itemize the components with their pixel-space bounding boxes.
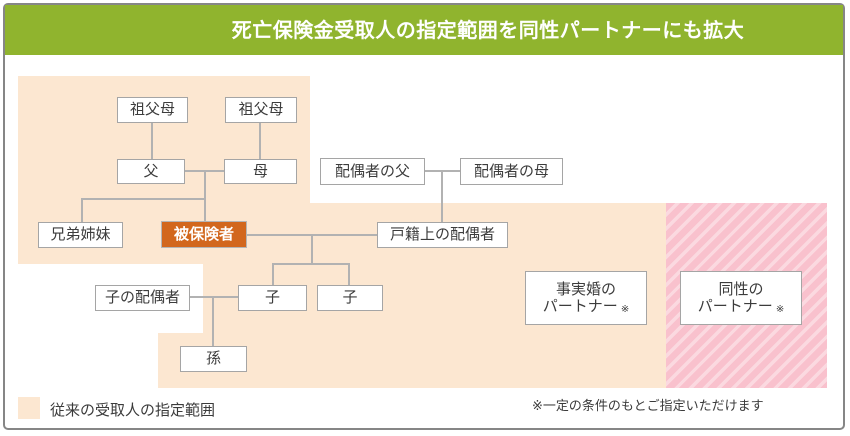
connector-children-branch bbox=[272, 263, 350, 265]
connector-childspouse-child bbox=[190, 296, 238, 298]
defacto-partner-line1: 事実婚の bbox=[555, 279, 616, 298]
connector-parents-drop bbox=[204, 170, 206, 200]
connector-grandchild-drop bbox=[212, 296, 214, 346]
title-banner: 死亡保険金受取人の指定範囲を同性パートナーにも拡大 bbox=[5, 5, 843, 55]
node-samesex-partner: 同性の パートナー※ bbox=[680, 271, 802, 325]
node-insured-person: 被保険者 bbox=[161, 221, 247, 248]
condition-mark: ※ bbox=[620, 304, 630, 315]
footnote: ※一定の条件のもとご指定いただけます bbox=[532, 399, 764, 414]
node-child-right: 子 bbox=[317, 285, 383, 311]
node-grandparents-right: 祖父母 bbox=[225, 97, 297, 123]
connector-insured-drop bbox=[204, 198, 206, 221]
connector-spouses-parents-drop bbox=[441, 170, 443, 222]
node-spouses-mother: 配偶者の母 bbox=[460, 158, 563, 185]
node-defacto-partner: 事実婚の パートナー※ bbox=[525, 271, 647, 325]
legend-label: 従来の受取人の指定範囲 bbox=[50, 401, 216, 419]
node-child-left: 子 bbox=[238, 285, 307, 311]
connector-children-drop bbox=[311, 234, 313, 265]
node-siblings: 兄弟姉妹 bbox=[38, 222, 123, 248]
node-spouses-father: 配偶者の父 bbox=[320, 158, 425, 185]
node-father: 父 bbox=[117, 159, 185, 184]
connector-grandparents-father bbox=[151, 123, 153, 159]
page-title: 死亡保険金受取人の指定範囲を同性パートナーにも拡大 bbox=[231, 18, 745, 42]
legend-swatch bbox=[18, 397, 40, 419]
node-mother: 母 bbox=[224, 159, 297, 184]
samesex-partner-line1: 同性の bbox=[718, 279, 764, 298]
node-grandchild: 孫 bbox=[180, 346, 247, 372]
node-childs-spouse: 子の配偶者 bbox=[95, 285, 190, 311]
connector-siblings-branch bbox=[81, 198, 206, 200]
defacto-partner-line2: パートナー※ bbox=[542, 297, 630, 315]
connector-grandparents-mother bbox=[259, 123, 261, 159]
condition-mark: ※ bbox=[775, 304, 785, 315]
samesex-partner-line2: パートナー※ bbox=[697, 297, 785, 315]
node-registered-spouse: 戸籍上の配偶者 bbox=[377, 222, 508, 248]
connector-siblings-drop bbox=[81, 198, 83, 222]
node-grandparents-left: 祖父母 bbox=[117, 97, 188, 123]
connector-child-right-drop bbox=[348, 263, 350, 285]
connector-child-left-drop bbox=[272, 263, 274, 285]
